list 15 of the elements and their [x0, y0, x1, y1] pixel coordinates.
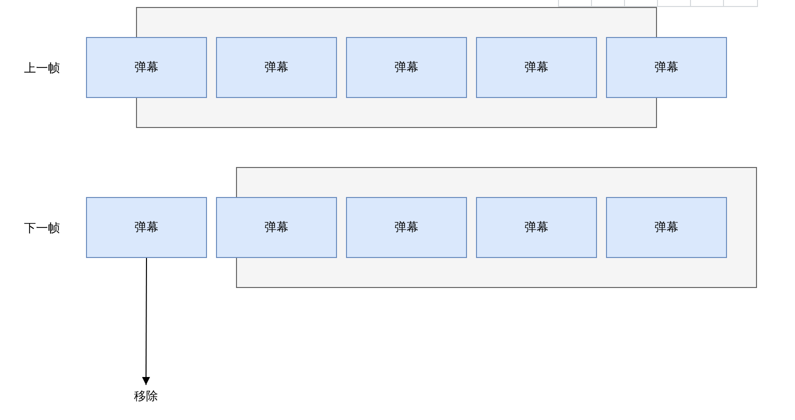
row-label: 上一帧 — [24, 60, 60, 77]
danmaku-box: 弹幕 — [476, 37, 597, 98]
arrow — [142, 258, 150, 386]
danmaku-box: 弹幕 — [86, 37, 207, 98]
danmaku-box: 弹幕 — [606, 197, 727, 258]
danmaku-box: 弹幕 — [86, 197, 207, 258]
node-label: 移除 — [126, 386, 166, 406]
frame-box — [236, 167, 757, 288]
danmaku-box: 弹幕 — [606, 37, 727, 98]
danmaku-box: 弹幕 — [216, 37, 337, 98]
danmaku-box: 弹幕 — [346, 37, 467, 98]
danmaku-box: 弹幕 — [216, 197, 337, 258]
danmaku-box: 弹幕 — [476, 197, 597, 258]
row-label: 下一帧 — [24, 220, 60, 237]
danmaku-box: 弹幕 — [346, 197, 467, 258]
